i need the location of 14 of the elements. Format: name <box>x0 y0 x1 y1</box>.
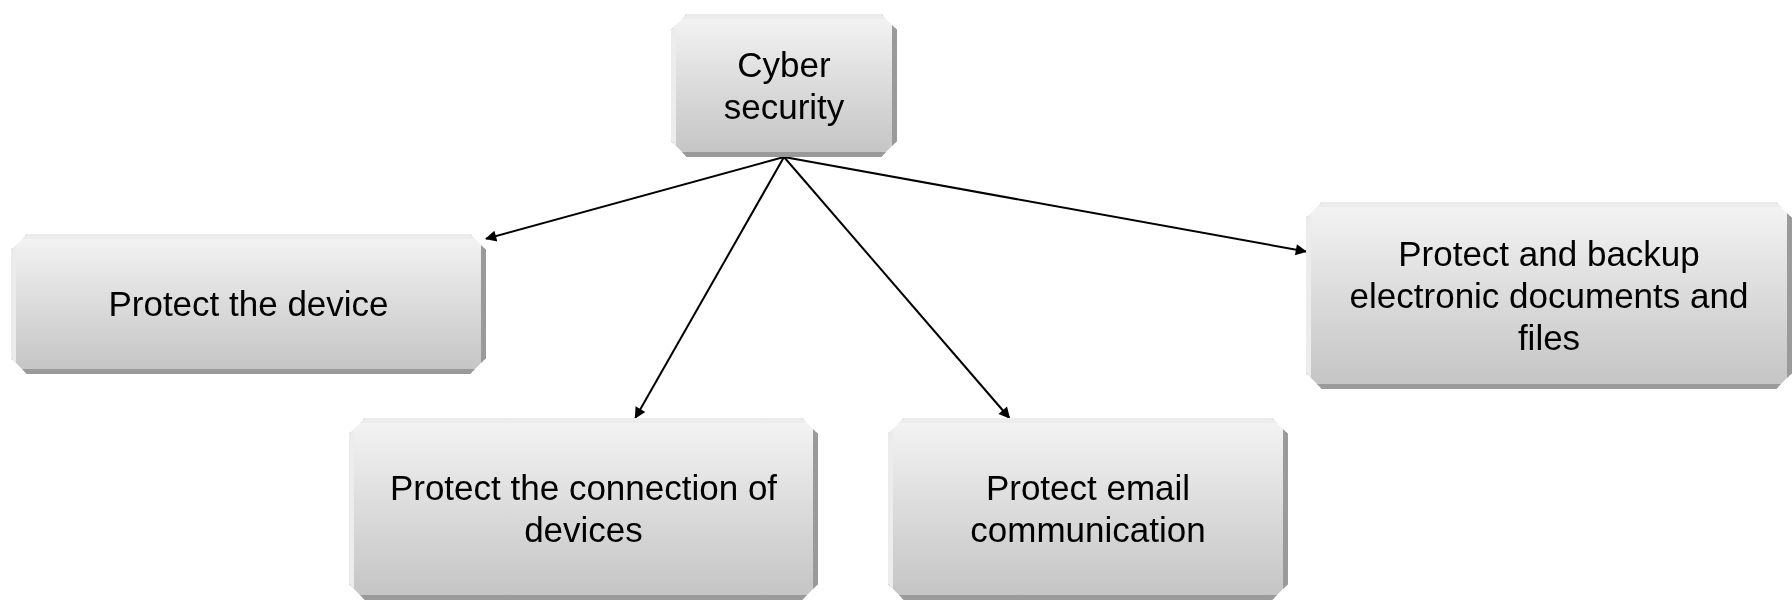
arrow <box>634 156 785 419</box>
arrow <box>783 156 1011 419</box>
process-box <box>888 418 1288 600</box>
box-label: Cyber security <box>722 43 846 128</box>
box-label: Protect email communication <box>969 467 1207 551</box>
process-box <box>671 14 897 157</box>
arrow <box>783 156 1307 256</box>
box-label: Protect the device <box>108 283 389 325</box>
box-label: Protect and backup electronic documents and files <box>1348 232 1750 359</box>
process-box <box>11 234 486 374</box>
process-box <box>349 418 818 600</box>
arrow <box>485 156 785 242</box>
process-box <box>1306 202 1792 389</box>
box-label: Protect the connection of devices <box>388 467 779 551</box>
